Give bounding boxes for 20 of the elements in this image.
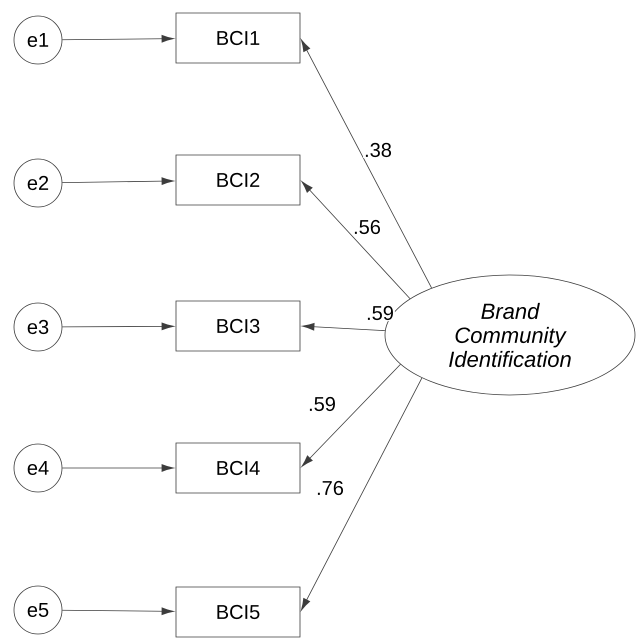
edge-label: .59 [307,396,337,412]
arrow [62,464,174,472]
edge-label: .59 [365,304,395,322]
indicator-box: BCI3 [176,300,300,352]
arrow [300,378,422,610]
indicator-box: BCI4 [176,442,300,494]
arrow [62,322,174,330]
arrow [302,322,386,332]
indicator-box: BCI5 [176,586,300,638]
arrow [62,607,174,616]
indicator-box: BCI2 [176,154,300,206]
arrow [62,177,174,185]
edge-label: .76 [315,480,345,496]
edge-label: .38 [363,142,393,158]
arrow [301,364,401,467]
arrow [62,34,174,43]
arrow [301,40,432,288]
arrow [301,181,410,299]
edge-label: .56 [352,218,382,236]
indicator-box: BCI1 [176,12,300,64]
